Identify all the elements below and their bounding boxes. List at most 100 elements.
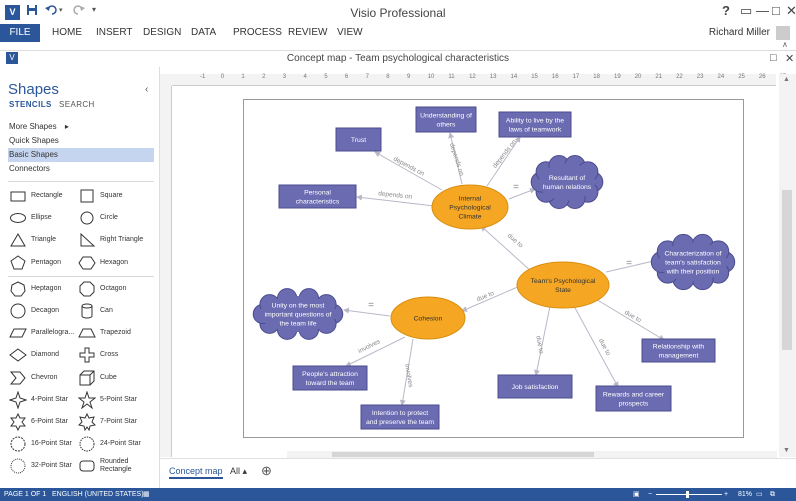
collapse-panel-icon[interactable]: ‹ [145,84,149,95]
shape-rectangle[interactable]: Rectangle [9,186,79,206]
document-bar: V Concept map - Team psychological chara… [0,50,796,66]
zoom-slider[interactable] [656,494,722,495]
help-button[interactable]: ? [722,3,730,18]
shape-label: Heptagon [31,284,62,292]
tab-insert[interactable]: INSERT [96,27,133,38]
shape-star32[interactable]: 32-Point Star [9,456,79,476]
shape-trapezoid[interactable]: Trapezoid [78,323,148,343]
shape-decagon[interactable]: Decagon [9,301,79,321]
tab-process[interactable]: PROCESS [233,27,282,38]
shape-label: Cross [100,351,119,359]
ruler-tick-label: 3 [282,74,287,80]
collapse-ribbon-icon[interactable]: ∧ [782,40,788,49]
user-name[interactable]: Richard Miller [708,27,770,38]
avatar[interactable] [776,26,790,40]
vertical-ruler [160,86,172,457]
customize-icon[interactable]: ▾ [92,5,97,14]
shape-chevron[interactable]: Chevron [9,368,79,388]
shape-triangle[interactable]: Triangle [9,230,79,250]
shape-star24[interactable]: 24-Point Star [78,434,148,454]
shape-cross[interactable]: Cross [78,345,148,365]
shape-heptagon[interactable]: Heptagon [9,279,79,299]
shape-right-triangle[interactable]: Right Triangle [78,230,148,250]
shape-label: Circle [100,214,118,222]
stencil-basic-shapes[interactable]: Basic Shapes [8,148,154,162]
undo-dropdown-icon[interactable]: ▾ [59,7,63,14]
visio-logo-icon: V [5,5,20,20]
ruler-tick-label: 21 [655,74,663,80]
tab-search[interactable]: SEARCH [59,100,95,109]
stencil-connectors[interactable]: Connectors [9,164,50,173]
macro-icon[interactable]: ▦ [143,491,150,498]
zoom-in-button[interactable]: + [724,491,729,498]
zoom-out-button[interactable]: − [648,491,653,498]
ruler-tick-label: 7 [365,74,369,80]
maximize-button[interactable]: □ [772,3,780,18]
all-pages-button[interactable]: All ▴ [230,466,247,477]
fit-page-icon[interactable]: ▣ [633,491,640,498]
scroll-up-icon[interactable]: ▲ [783,76,790,83]
ruler-tick-label: 4 [303,74,307,80]
scroll-down-icon[interactable]: ▼ [783,447,790,454]
tab-design[interactable]: DESIGN [143,27,182,38]
chevron-right-icon: ▸ [64,122,69,131]
ruler-tick-label: 15 [531,74,538,80]
language-indicator[interactable]: ENGLISH (UNITED STATES) [52,491,144,498]
undo-icon[interactable] [45,4,59,19]
drawing-page[interactable] [243,99,744,438]
parallelogram-icon [9,328,27,338]
shape-diamond[interactable]: Diamond [9,345,79,365]
shape-star5[interactable]: 5-Point Star [78,390,148,410]
doc-close-button[interactable]: ✕ [785,53,795,65]
stencil-label: More Shapes [9,122,57,131]
shape-label: Diamond [31,351,60,359]
tab-home[interactable]: HOME [52,27,82,38]
shape-octagon[interactable]: Octagon [78,279,148,299]
shape-circle[interactable]: Circle [78,208,148,228]
tab-data[interactable]: DATA [191,27,217,38]
page-tab-concept-map[interactable]: Concept map [169,466,223,479]
shape-hexagon[interactable]: Hexagon [78,253,148,273]
shape-star16[interactable]: 16-Point Star [9,434,79,454]
tab-stencils[interactable]: STENCILS [9,100,52,109]
close-button[interactable]: ✕ [786,3,796,18]
tab-review[interactable]: REVIEW [288,27,328,38]
shape-can[interactable]: Can [78,301,148,321]
rounded-rectangle-icon [79,460,95,472]
stencil-more-shapes[interactable]: More Shapes ▸ [8,120,154,134]
switch-windows-icon[interactable]: ⧉ [770,491,775,498]
shape-parallelogram[interactable]: Parallelogra... [9,323,79,343]
star16-icon [10,436,26,452]
shape-rounded-rectangle[interactable]: Rounded Rectangle [78,456,148,476]
doc-restore-button[interactable]: □ [770,52,777,64]
stencil-quick-shapes[interactable]: Quick Shapes [9,136,59,145]
shape-label: Square [100,192,123,199]
minimize-button[interactable]: — [756,3,769,18]
shape-star7[interactable]: 7-Point Star [78,412,148,432]
shape-cube[interactable]: Cube [78,368,148,388]
tab-view[interactable]: VIEW [337,27,363,38]
shape-square[interactable]: Square [78,186,148,206]
save-icon[interactable] [26,4,38,19]
title-bar: V ▾ ▾ Visio Professional ? ▭ — □ ✕ [0,0,796,24]
shape-star4[interactable]: 4-Point Star [9,390,79,410]
full-screen-icon[interactable]: ▭ [756,491,763,498]
ruler-tick-label: 17 [572,74,580,80]
ruler-tick-label: 13 [489,74,497,80]
shape-pentagon[interactable]: Pentagon [9,253,79,273]
horizontal-scrollbar[interactable] [287,451,777,458]
shape-ellipse[interactable]: Ellipse [9,208,79,228]
page-indicator[interactable]: PAGE 1 OF 1 [4,491,47,498]
tab-file[interactable]: FILE [0,24,40,42]
shape-label: Pentagon [31,258,61,266]
zoom-slider-thumb[interactable] [686,491,689,498]
shape-label: Trapezoid [100,329,131,337]
redo-icon[interactable] [73,4,85,19]
shape-star6[interactable]: 6-Point Star [9,412,79,432]
horizontal-scroll-thumb[interactable] [332,452,594,457]
ruler-tick-label: 2 [262,74,266,80]
ribbon-display-button[interactable]: ▭ [740,3,753,18]
vertical-scroll-thumb[interactable] [782,190,792,350]
add-page-icon[interactable]: ⊕ [261,463,272,478]
zoom-level[interactable]: 81% [738,491,753,498]
